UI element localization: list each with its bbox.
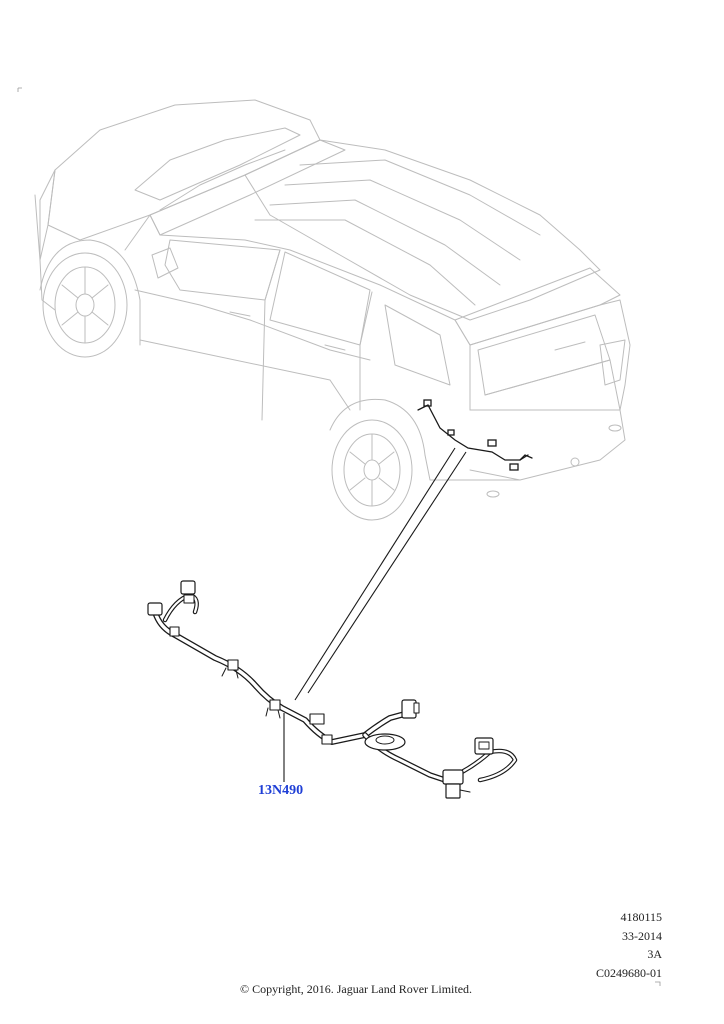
info-line-1: 4180115	[620, 910, 662, 924]
leader-lines	[294, 447, 467, 701]
part-number-label[interactable]: 13N490	[258, 783, 304, 798]
wiring-harness[interactable]	[147, 580, 518, 799]
copyright-notice: © Copyright, 2016. Jaguar Land Rover Lim…	[239, 982, 473, 996]
harness-on-vehicle	[417, 399, 533, 471]
info-line-2: 33-2014	[622, 928, 662, 943]
corner-mark-top-left	[17, 87, 22, 92]
diagram-info: 4180115 33-2014 3A C0249680-01	[596, 908, 662, 982]
info-line-4: C0249680-01	[596, 965, 662, 980]
corner-mark-bottom-right	[655, 981, 661, 986]
vehicle-outline	[35, 100, 630, 520]
info-line-3: 3A	[647, 947, 662, 961]
